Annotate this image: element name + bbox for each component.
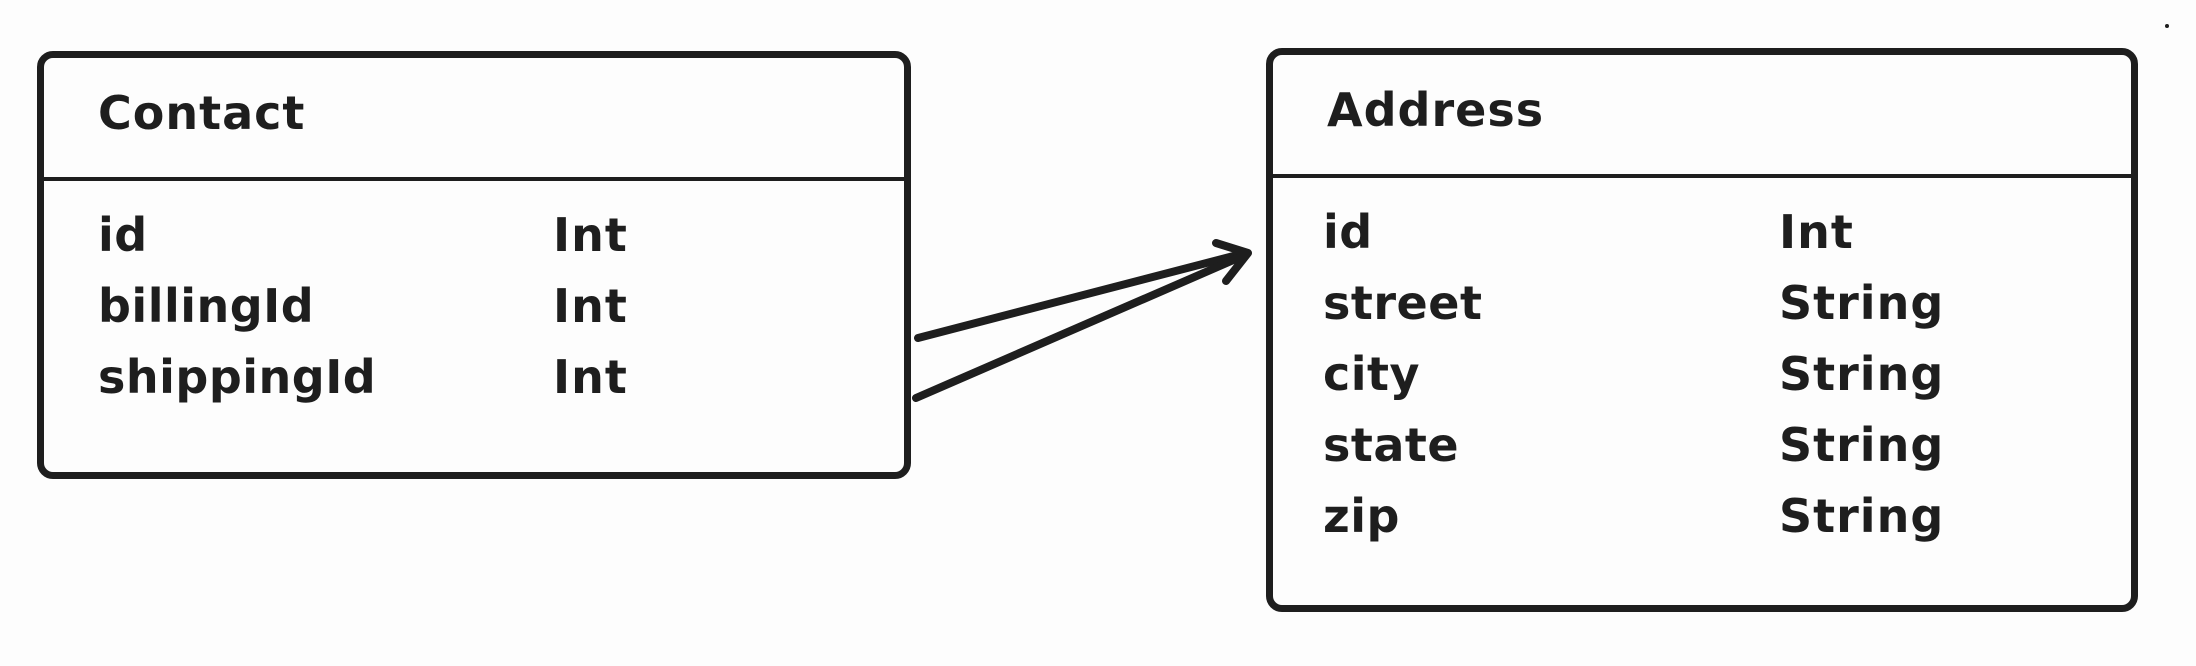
field-type: String (1779, 489, 1945, 543)
contact-field-row[interactable]: billingId Int (44, 279, 904, 350)
address-field-row[interactable]: city String (1273, 347, 2131, 418)
address-field-row[interactable]: id Int (1273, 205, 2131, 276)
field-type: String (1779, 418, 1945, 472)
address-entity[interactable]: Address id Int street String city String… (1266, 48, 2138, 612)
address-entity-header: Address (1273, 55, 2131, 178)
field-type: String (1779, 276, 1945, 330)
contact-entity[interactable]: Contact id Int billingId Int shippingId … (37, 51, 911, 479)
contact-field-row[interactable]: id Int (44, 208, 904, 279)
contact-field-list: id Int billingId Int shippingId Int (44, 208, 904, 421)
field-name: state (1323, 418, 1460, 472)
billing-relation-arrow[interactable] (914, 249, 1249, 342)
arrowhead-icon (1212, 239, 1252, 285)
contact-field-row[interactable]: shippingId Int (44, 350, 904, 421)
field-name: shippingId (98, 350, 377, 404)
shipping-relation-arrow[interactable] (912, 251, 1249, 402)
field-name: street (1323, 276, 1483, 330)
field-name: id (1323, 205, 1373, 259)
field-name: billingId (98, 279, 315, 333)
contact-entity-title: Contact (98, 86, 306, 140)
field-type: Int (553, 208, 628, 262)
address-entity-title: Address (1327, 83, 1545, 137)
address-field-row[interactable]: state String (1273, 418, 2131, 489)
field-type: Int (1779, 205, 1854, 259)
stray-mark (2165, 24, 2169, 28)
field-name: id (98, 208, 148, 262)
address-field-row[interactable]: street String (1273, 276, 2131, 347)
contact-entity-header: Contact (44, 58, 904, 181)
address-field-list: id Int street String city String state S… (1273, 205, 2131, 560)
field-name: zip (1323, 489, 1400, 543)
field-type: Int (553, 279, 628, 333)
field-name: city (1323, 347, 1421, 401)
address-field-row[interactable]: zip String (1273, 489, 2131, 560)
field-type: Int (553, 350, 628, 404)
field-type: String (1779, 347, 1945, 401)
